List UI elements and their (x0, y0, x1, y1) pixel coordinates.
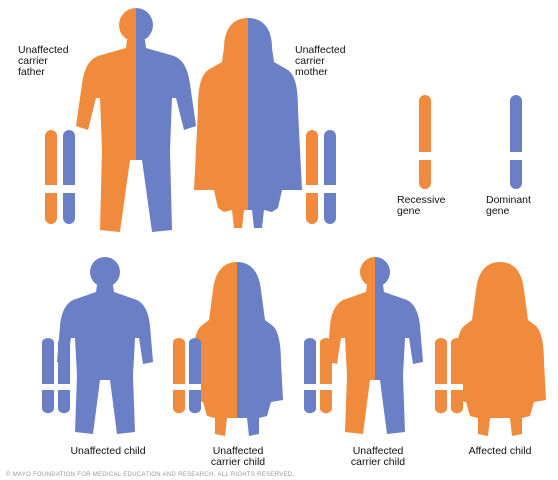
legend-dominant-label: Dominant gene (486, 195, 531, 217)
father-chromosomes (45, 130, 75, 224)
child-3-chromosomes (304, 338, 332, 413)
child-3-label: Unaffected carrier child (330, 446, 426, 468)
mother-figure (194, 18, 302, 228)
mother-chromosomes (306, 130, 336, 224)
child-2-figure (191, 262, 283, 436)
child-1-label: Unaffected child (58, 446, 158, 457)
child-1-chromosomes (42, 338, 70, 413)
copyright-notice: © MAYO FOUNDATION FOR MEDICAL EDUCATION … (6, 472, 294, 478)
child-1-figure (57, 257, 153, 434)
child-4-chromosomes (435, 338, 463, 413)
mother-label: Unaffected carrier mother (295, 45, 346, 78)
father-label: Unaffected carrier father (18, 45, 69, 78)
legend-recessive-chromosome (419, 95, 431, 189)
child-4-figure (454, 262, 546, 436)
legend-recessive-label: Recessive gene (397, 195, 445, 217)
child-2-label: Unaffected carrier child (190, 446, 286, 468)
legend-dominant-chromosome (510, 95, 522, 189)
father-figure (76, 8, 196, 232)
child-3-figure (327, 257, 423, 434)
child-2-chromosomes (173, 338, 201, 413)
child-4-label: Affected child (450, 446, 550, 457)
